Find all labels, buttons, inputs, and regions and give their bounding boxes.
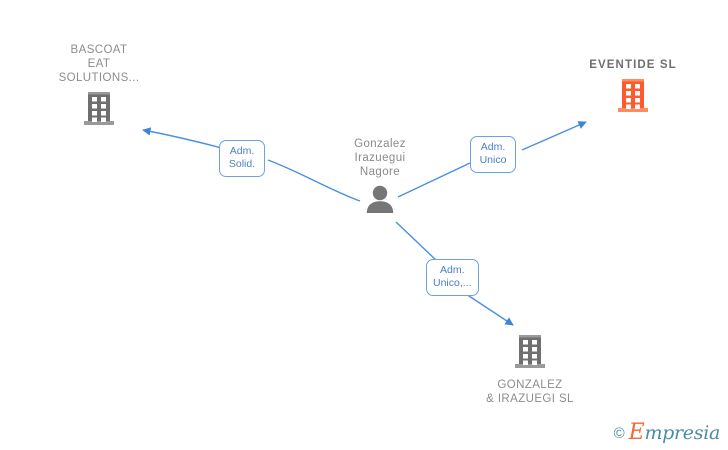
node-eventide-label: EVENTIDE SL [589, 59, 677, 71]
edge-line-adm-unico [397, 162, 471, 198]
node-bascoat[interactable]: BASCOAT EAT SOLUTIONS... [19, 43, 179, 131]
node-gonzalez-irazuegi-label: GONZALEZ & IRAZUEGI SL [486, 379, 574, 405]
edge-line-adm-solid-head [142, 127, 223, 149]
node-person-gonzalez-irazuegui-nagore[interactable]: Gonzalez Irazuegui Nagore [300, 137, 460, 219]
building-icon [83, 90, 115, 131]
edge-label-adm-unico[interactable]: Adm. Unico [470, 136, 516, 173]
edge-line-adm-unico-multi [395, 221, 438, 262]
brand-initial: E [628, 420, 645, 445]
empresia-watermark: © Empresia [613, 420, 721, 445]
node-person-label: Gonzalez Irazuegui Nagore [354, 138, 406, 178]
edge-line-adm-unico-head [521, 121, 587, 151]
building-icon [617, 77, 649, 118]
brand-wordmark: Empresia [628, 420, 721, 445]
person-icon [365, 184, 395, 219]
brand-rest: mpresia [644, 422, 720, 444]
node-eventide[interactable]: EVENTIDE SL [553, 58, 713, 118]
node-gonzalez-irazuegi[interactable]: GONZALEZ & IRAZUEGI SL [450, 333, 610, 406]
edge-line-adm-solid [267, 159, 361, 202]
building-icon [514, 333, 546, 374]
edge-label-adm-solid[interactable]: Adm. Solid. [219, 140, 265, 177]
copyright-icon: © [613, 424, 625, 442]
edge-line-adm-unico-multi-head [465, 293, 514, 326]
node-bascoat-label: BASCOAT EAT SOLUTIONS... [58, 44, 140, 84]
edge-label-adm-unico-multi[interactable]: Adm. Unico,... [426, 259, 479, 296]
